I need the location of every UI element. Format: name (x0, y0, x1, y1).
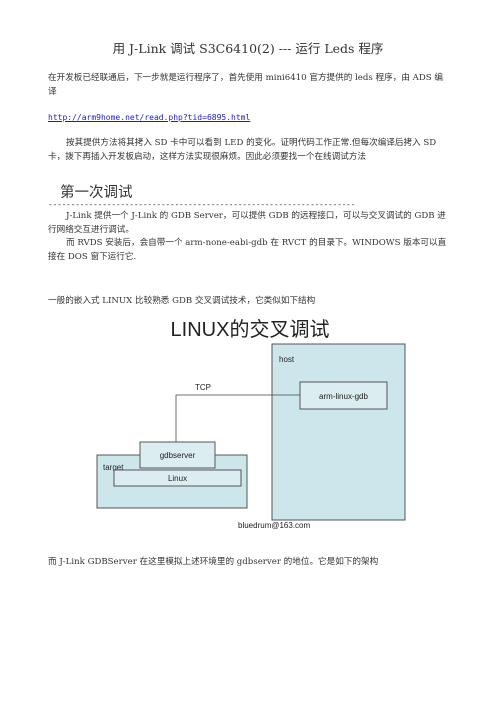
intro-paragraph: 在开发板已经联通后，下一步就是运行程序了，首先使用 mini6410 官方提供的… (48, 73, 443, 97)
host-box (271, 343, 406, 521)
jlink-gdbserver-paragraph: J-Link 提供一个 J-Link 的 GDB Server，可以提供 GDB… (48, 211, 446, 235)
credit-email: bluedrum@163.com (238, 521, 310, 530)
sd-card-paragraph: 按其提供方法将其拷入 SD 卡中可以看到 LED 的变化。证明代码工作正常.但每… (48, 138, 437, 162)
linux-box (113, 469, 242, 487)
diagram-title: LINUX的交叉调试 (171, 318, 330, 341)
rvds-paragraph: 而 RVDS 安装后，会自带一个 arm-none-eabi-gdb 在 RVC… (48, 238, 447, 262)
gdbserver-label: gdbserver (160, 451, 196, 460)
linux-label: Linux (168, 474, 187, 483)
separator-rule: ----------------------------------------… (48, 200, 356, 209)
host-label: host (279, 355, 295, 364)
tcp-connection-line (175, 394, 300, 452)
arm-linux-gdb-label: arm-linux-gdb (319, 392, 368, 401)
reference-link[interactable]: http://arm9home.net/read.php?tid=6895.ht… (48, 113, 251, 122)
document-title: 用 J-Link 调试 S3C6410(2) --- 运行 Leds 程序 (112, 41, 384, 56)
target-label: target (103, 463, 124, 472)
arm-linux-gdb-box (299, 381, 388, 410)
section-heading: 第一次调试 (60, 185, 133, 201)
gdbserver-box (139, 441, 216, 469)
cross-debug-diagram: LINUX的交叉调试 host arm-linux-gdb TCP target… (96, 318, 406, 530)
linux-structure-paragraph: 一般的嵌入式 LINUX 比较熟悉 GDB 交叉调试技术，它类似如下结构 (48, 296, 316, 306)
jlink-architecture-paragraph: 而 J-Link GDBServer 在这里模拟上述环境里的 gdbserver… (48, 557, 379, 567)
tcp-label: TCP (195, 383, 211, 392)
